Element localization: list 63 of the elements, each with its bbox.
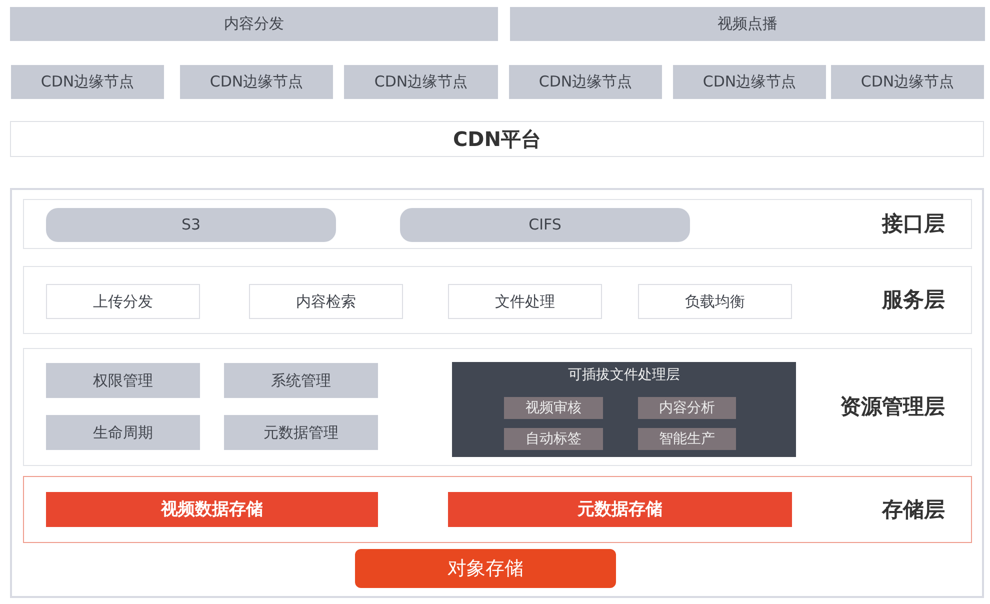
layer-panel [23, 266, 972, 334]
plugin-tile [638, 397, 736, 419]
storage-bar [46, 492, 378, 527]
plugin-panel [452, 362, 796, 457]
layer-label: 存储层 [882, 499, 945, 520]
category-bar [10, 7, 498, 41]
platform-bar [10, 121, 984, 157]
storage-layer-panel [23, 476, 972, 543]
layer-label: 资源管理层 [840, 396, 945, 418]
layer-label: 服务层 [882, 290, 945, 310]
architecture-panel [10, 188, 984, 598]
module-tile [224, 363, 378, 398]
pill-label: S3 [181, 218, 201, 232]
bar-label: 元数据存储 [578, 501, 662, 518]
tile-label: 自动标签 [526, 432, 582, 446]
tile-label: 权限管理 [93, 373, 153, 388]
panel-title: 可插拔文件处理层 [568, 368, 680, 382]
interface-pill [400, 208, 690, 242]
edge-node-tile [11, 65, 164, 99]
edge-node-tile [344, 65, 498, 99]
platform-title: CDN平台 [452, 129, 542, 149]
tile-label: 智能生产 [659, 432, 715, 446]
tile-label: CDN边缘节点 [40, 74, 134, 90]
tile-label: 文件处理 [495, 294, 555, 309]
tile-label: 视频审核 [526, 401, 582, 415]
tile-label: 系统管理 [271, 373, 331, 388]
edge-node-tile [673, 65, 826, 99]
plugin-tile [638, 428, 736, 450]
tile-label: 元数据管理 [264, 425, 338, 440]
module-tile [224, 415, 378, 450]
tile-label: CDN边缘节点 [210, 74, 304, 90]
service-tile [638, 284, 792, 319]
tile-label: 负载均衡 [685, 294, 745, 309]
tile-label: 内容检索 [296, 294, 356, 309]
layer-panel [23, 199, 972, 249]
edge-node-tile [509, 65, 662, 99]
plugin-tile [504, 397, 603, 419]
tile-label: CDN边缘节点 [538, 74, 632, 90]
pill-label: CIFS [528, 218, 562, 232]
service-tile [46, 284, 200, 319]
bar-label: 视频点播 [718, 16, 778, 32]
object-storage-bar [355, 549, 616, 588]
category-bar [510, 7, 985, 41]
tile-label: CDN边缘节点 [702, 74, 796, 90]
tile-label: 上传分发 [93, 294, 153, 309]
plugin-tile [504, 428, 603, 450]
layer-panel [23, 348, 972, 466]
module-tile [46, 363, 200, 398]
interface-pill [46, 208, 336, 242]
edge-node-tile [180, 65, 333, 99]
tile-label: CDN边缘节点 [374, 74, 468, 90]
layer-label: 接口层 [882, 214, 945, 234]
bar-label: 内容分发 [224, 16, 284, 32]
storage-bar [448, 492, 792, 527]
module-tile [46, 415, 200, 450]
bar-label: 对象存储 [448, 559, 524, 578]
tile-label: CDN边缘节点 [860, 74, 954, 90]
service-tile [249, 284, 403, 319]
bar-label: 视频数据存储 [161, 501, 263, 518]
service-tile [448, 284, 602, 319]
tile-label: 内容分析 [659, 401, 715, 415]
tile-label: 生命周期 [93, 425, 153, 440]
edge-node-tile [831, 65, 984, 99]
